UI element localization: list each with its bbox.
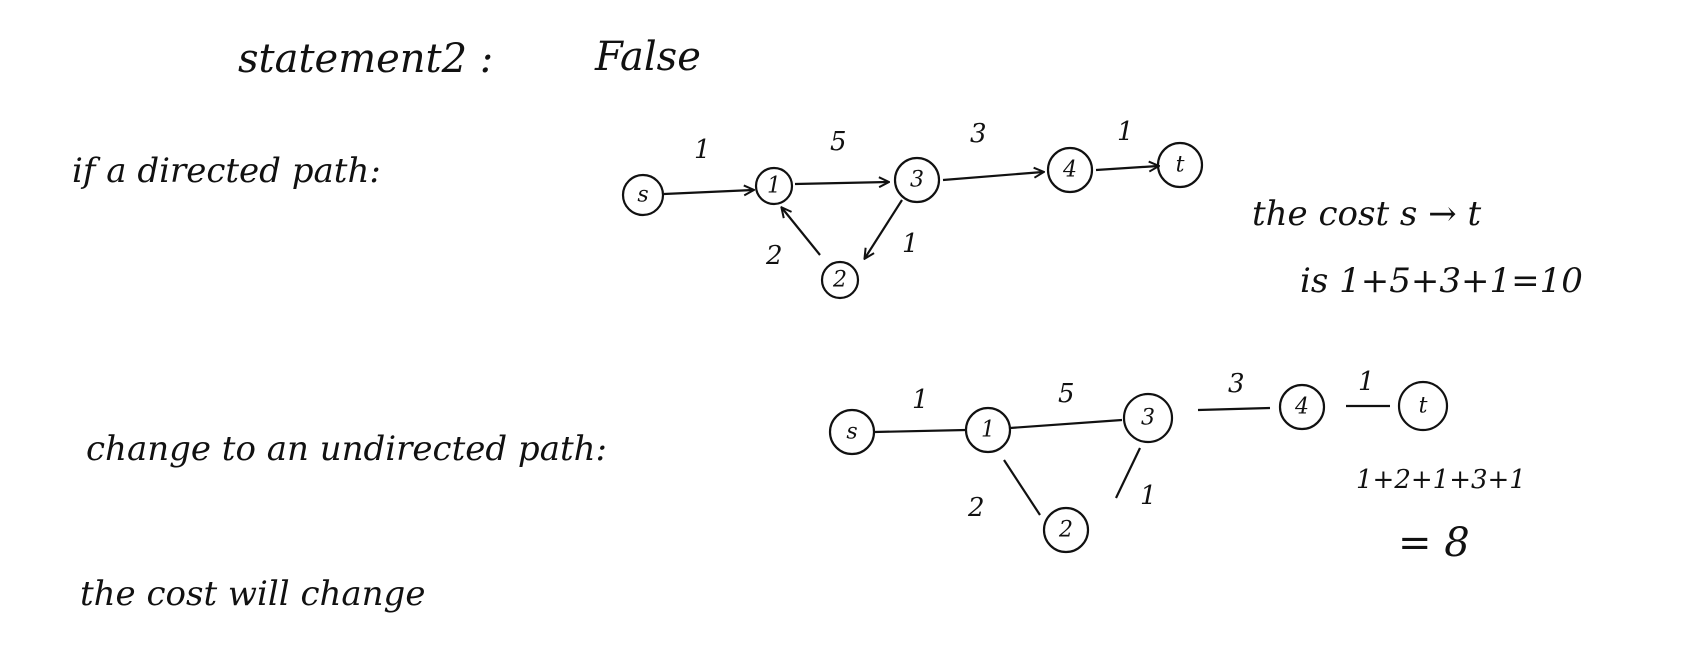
- directed-node-2-label: 2: [832, 268, 847, 293]
- directed-edge-3-2: [865, 199, 903, 258]
- undirected-node-3: [1122, 392, 1174, 444]
- directed-caption: if a directed path:: [72, 151, 381, 191]
- directed-node-t-label: t: [1176, 153, 1185, 178]
- undirected-node-1-label: 1: [981, 418, 995, 443]
- undirected-edge-3-2: [1115, 447, 1141, 499]
- undirected-weight-3-2: 1: [1140, 481, 1157, 511]
- undirected-node-4-label: 4: [1294, 395, 1309, 420]
- directed-node-1-label: 1: [767, 174, 781, 199]
- directed-node-s: [621, 173, 665, 217]
- directed-edge-3-4: [942, 172, 1043, 182]
- undirected-weight-3-4: 3: [1228, 369, 1245, 399]
- directed-cost-line2: is 1+5+3+1=10: [1300, 261, 1583, 301]
- directed-cost-line1: the cost s → t: [1252, 194, 1481, 234]
- undirected-node-3-label: 3: [1141, 406, 1155, 431]
- conclusion-text: the cost will change: [80, 574, 425, 614]
- directed-edge-1-3: [794, 182, 888, 184]
- directed-weight-3-4: 3: [970, 119, 987, 149]
- directed-node-3: [893, 156, 941, 204]
- undirected-graph: s 1 3 4 t 2 1 5 3 1 1 2: [828, 367, 1449, 554]
- directed-edge-2-1: [782, 208, 821, 256]
- undirected-node-s: [828, 408, 876, 456]
- undirected-sum-line2: = 8: [1398, 520, 1470, 566]
- undirected-edge-1-2: [1003, 459, 1041, 516]
- undirected-node-t: [1397, 380, 1449, 432]
- undirected-node-2: [1042, 506, 1090, 554]
- undirected-edge-s-1: [873, 428, 967, 434]
- directed-node-3-label: 3: [910, 168, 924, 193]
- directed-edge-4-t: [1095, 166, 1158, 170]
- directed-edge-s-1: [663, 190, 753, 194]
- directed-weight-s-1: 1: [694, 135, 711, 165]
- directed-node-2: [820, 260, 860, 300]
- undirected-node-s-label: s: [846, 420, 857, 445]
- undirected-caption: change to an undirected path:: [86, 429, 607, 469]
- undirected-node-1: [964, 406, 1012, 454]
- statement-value: False: [594, 34, 701, 80]
- undirected-node-4: [1278, 383, 1326, 431]
- undirected-node-2-label: 2: [1058, 518, 1073, 543]
- directed-weight-4-t: 1: [1117, 117, 1134, 147]
- undirected-weight-s-1: 1: [912, 385, 929, 415]
- undirected-edge-3-4: [1197, 406, 1271, 412]
- undirected-sum-line1: 1+2+1+3+1: [1356, 465, 1526, 495]
- undirected-weight-1-3: 5: [1058, 379, 1075, 409]
- directed-weight-2-1: 2: [765, 241, 783, 271]
- undirected-weight-1-2: 2: [967, 493, 985, 523]
- directed-node-4-label: 4: [1062, 158, 1077, 183]
- directed-node-s-label: s: [637, 183, 648, 208]
- directed-node-1: [754, 166, 794, 206]
- undirected-weight-4-t: 1: [1358, 367, 1375, 397]
- directed-node-4: [1046, 146, 1094, 194]
- directed-weight-1-3: 5: [830, 127, 847, 157]
- directed-weight-3-2: 1: [902, 229, 919, 259]
- undirected-edge-1-3: [1009, 418, 1123, 430]
- undirected-node-t-label: t: [1419, 394, 1428, 419]
- directed-node-t: [1156, 141, 1204, 189]
- directed-graph: s 1 3 4 t 2 1 5 3 1 1 2: [621, 117, 1204, 300]
- statement-label: statement2 :: [238, 36, 493, 82]
